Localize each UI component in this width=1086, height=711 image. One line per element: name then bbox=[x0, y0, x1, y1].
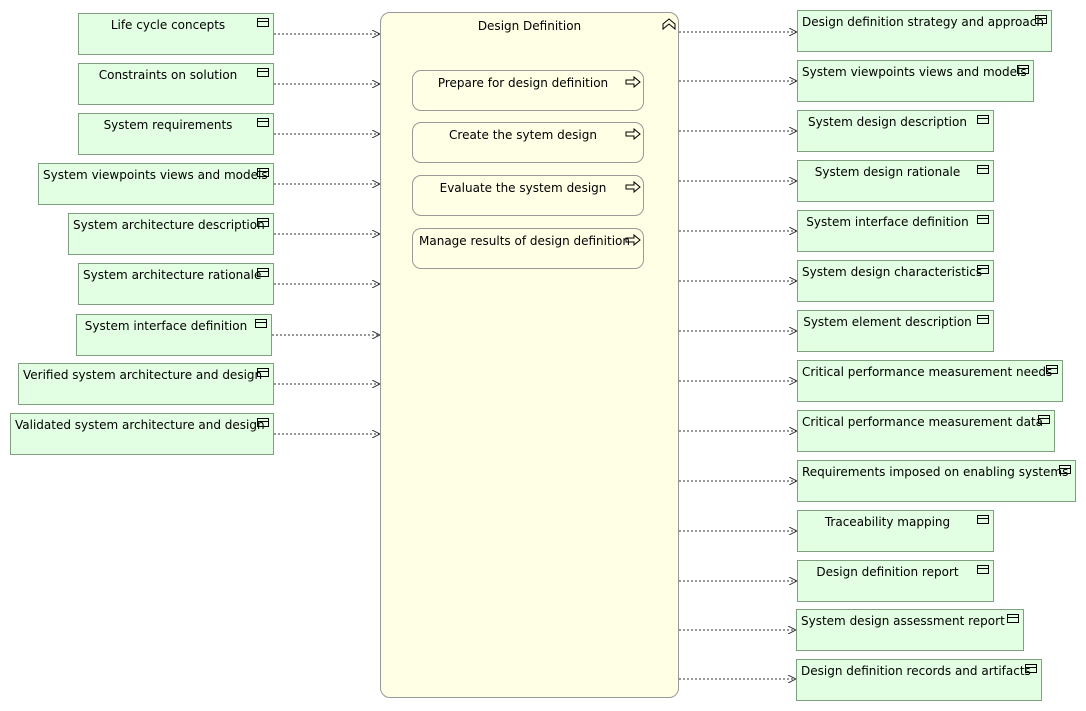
input-object-verified-system-architecture[interactable]: Verified system architecture and design bbox=[18, 363, 274, 405]
business-object-icon bbox=[977, 165, 989, 174]
business-object-icon bbox=[257, 268, 269, 277]
business-object-icon bbox=[1007, 614, 1019, 623]
output-object-design-definition-strategy[interactable]: Design definition strategy and approach bbox=[797, 10, 1052, 52]
activity-label: Manage results of design definition bbox=[419, 234, 630, 248]
business-object-icon bbox=[257, 18, 269, 27]
object-label: System design description bbox=[808, 115, 967, 129]
object-label: System interface definition bbox=[84, 319, 248, 333]
business-object-icon bbox=[1038, 415, 1050, 424]
output-object-system-design-assessment-report[interactable]: System design assessment report bbox=[796, 609, 1024, 651]
input-object-system-interface-definition[interactable]: System interface definition bbox=[76, 314, 272, 356]
object-label: Critical performance measurement needs bbox=[802, 365, 1053, 379]
object-label: System element description bbox=[803, 315, 972, 329]
process-arrow-icon bbox=[625, 128, 641, 140]
activity-create-system-design[interactable]: Create the sytem design bbox=[412, 122, 644, 163]
process-collapse-icon[interactable] bbox=[662, 17, 676, 31]
output-object-design-definition-records[interactable]: Design definition records and artifacts bbox=[796, 659, 1042, 701]
output-object-system-design-rationale[interactable]: System design rationale bbox=[797, 160, 994, 202]
process-title: Design Definition bbox=[477, 19, 582, 33]
output-object-system-design-description[interactable]: System design description bbox=[797, 110, 994, 152]
business-object-icon bbox=[257, 418, 269, 427]
business-object-icon bbox=[977, 315, 989, 324]
output-object-requirements-enabling-systems[interactable]: Requirements imposed on enabling systems bbox=[797, 460, 1076, 502]
input-object-validated-system-architecture[interactable]: Validated system architecture and design bbox=[10, 413, 274, 455]
activity-manage-results[interactable]: Manage results of design definition bbox=[412, 228, 644, 269]
output-object-critical-performance-needs[interactable]: Critical performance measurement needs bbox=[797, 360, 1063, 402]
business-object-icon bbox=[1025, 664, 1037, 673]
object-label: System architecture rationale bbox=[83, 268, 262, 282]
object-label: Traceability mapping bbox=[824, 515, 951, 529]
business-object-icon bbox=[257, 218, 269, 227]
output-object-system-interface-definition[interactable]: System interface definition bbox=[797, 210, 994, 252]
input-object-system-architecture-description[interactable]: System architecture description bbox=[68, 213, 274, 255]
object-label: System requirements bbox=[103, 118, 233, 132]
object-label: System design assessment report bbox=[801, 614, 1005, 628]
input-object-system-requirements[interactable]: System requirements bbox=[78, 113, 274, 155]
output-object-system-viewpoints[interactable]: System viewpoints views and models bbox=[797, 60, 1034, 102]
activity-label: Evaluate the system design bbox=[439, 181, 607, 195]
object-label: System viewpoints views and models bbox=[43, 168, 268, 182]
business-object-icon bbox=[977, 265, 989, 274]
activity-evaluate-system-design[interactable]: Evaluate the system design bbox=[412, 175, 644, 216]
business-object-icon bbox=[1059, 465, 1071, 474]
object-label: Life cycle concepts bbox=[110, 18, 226, 32]
activity-label: Prepare for design definition bbox=[437, 76, 609, 90]
business-object-icon bbox=[257, 368, 269, 377]
activity-prepare-design-definition[interactable]: Prepare for design definition bbox=[412, 70, 644, 111]
input-object-constraints-on-solution[interactable]: Constraints on solution bbox=[78, 63, 274, 105]
input-object-system-architecture-rationale[interactable]: System architecture rationale bbox=[78, 263, 274, 305]
process-design-definition[interactable]: Design Definition Prepare for design def… bbox=[380, 12, 679, 698]
output-object-design-definition-report[interactable]: Design definition report bbox=[797, 560, 994, 602]
object-label: Design definition records and artifacts bbox=[801, 664, 1031, 678]
business-object-icon bbox=[1017, 65, 1029, 74]
input-object-life-cycle-concepts[interactable]: Life cycle concepts bbox=[78, 13, 274, 55]
output-object-critical-performance-data[interactable]: Critical performance measurement data bbox=[797, 410, 1055, 452]
input-object-system-viewpoints[interactable]: System viewpoints views and models bbox=[38, 163, 274, 205]
output-object-system-design-characteristics[interactable]: System design characteristics bbox=[797, 260, 994, 302]
object-label: Design definition strategy and approach bbox=[802, 15, 1044, 29]
object-label: System viewpoints views and models bbox=[802, 65, 1027, 79]
business-object-icon bbox=[977, 515, 989, 524]
business-object-icon bbox=[1046, 365, 1058, 374]
business-object-icon bbox=[257, 118, 269, 127]
object-label: System interface definition bbox=[806, 215, 969, 229]
object-label: System design rationale bbox=[814, 165, 961, 179]
business-object-icon bbox=[1035, 15, 1047, 24]
object-label: Critical performance measurement data bbox=[802, 415, 1044, 429]
object-label: Design definition report bbox=[816, 565, 959, 579]
business-object-icon bbox=[255, 319, 267, 328]
process-arrow-icon bbox=[625, 234, 641, 246]
object-label: System architecture description bbox=[73, 218, 265, 232]
business-object-icon bbox=[977, 115, 989, 124]
business-object-icon bbox=[977, 565, 989, 574]
object-label: Requirements imposed on enabling systems bbox=[802, 465, 1069, 479]
activity-label: Create the sytem design bbox=[449, 128, 597, 142]
business-object-icon bbox=[257, 168, 269, 177]
object-label: Verified system architecture and design bbox=[23, 368, 263, 382]
object-label: Constraints on solution bbox=[98, 68, 238, 82]
business-object-icon bbox=[257, 68, 269, 77]
object-label: Validated system architecture and design bbox=[15, 418, 265, 432]
object-label: System design characteristics bbox=[802, 265, 983, 279]
business-object-icon bbox=[977, 215, 989, 224]
process-arrow-icon bbox=[625, 76, 641, 88]
output-object-traceability-mapping[interactable]: Traceability mapping bbox=[797, 510, 994, 552]
process-arrow-icon bbox=[625, 181, 641, 193]
output-object-system-element-description[interactable]: System element description bbox=[797, 310, 994, 352]
